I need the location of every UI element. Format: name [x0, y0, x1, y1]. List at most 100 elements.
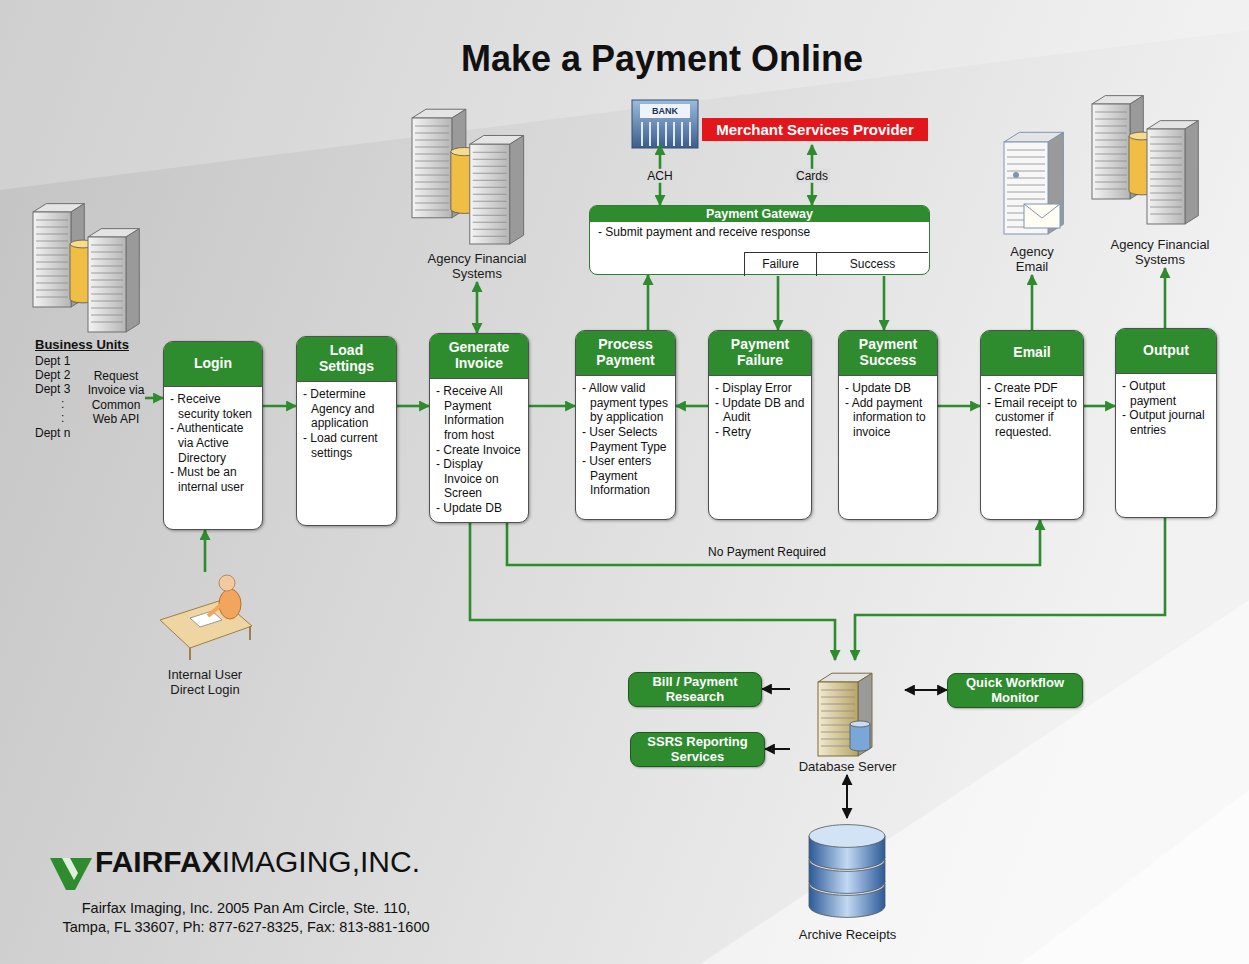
server-icon-part — [473, 166, 507, 167]
node-text: Quick Workflow Monitor — [954, 676, 1076, 705]
box-heading: Payment Success — [839, 331, 937, 376]
bank-icon-part — [632, 100, 698, 148]
server-icon-part — [1150, 165, 1182, 166]
bullet-text: - User enters Payment Information — [582, 454, 671, 498]
server-icon-part — [473, 173, 507, 174]
system-caption: Agency Financial Systems — [422, 88, 532, 282]
bullet-text: - Receive All Payment Information from h… — [436, 384, 524, 443]
flow-arrow — [470, 523, 835, 660]
bullet-text: - Update DB — [845, 381, 933, 396]
bullet-text: - Add payment information to invoice — [845, 396, 933, 440]
email-server-icon — [1004, 132, 1063, 234]
server-icon-part — [1095, 147, 1127, 148]
server-icon-part — [473, 159, 507, 160]
server-icon-part — [1095, 154, 1127, 155]
server-icon-part — [1150, 193, 1182, 194]
bullet-text: - User Selects Payment Type — [582, 425, 671, 454]
server-icon-part — [36, 297, 68, 298]
process-box: Login- Receive security token- Authentic… — [163, 341, 263, 530]
box-heading: Load Settings — [297, 337, 396, 382]
server-icon-part — [1150, 186, 1182, 187]
bullet-text: - Receive security token — [170, 392, 258, 421]
bank-icon-part — [673, 122, 675, 146]
system-caption: Agency Financial Systems — [1105, 92, 1215, 268]
server-icon-part — [36, 255, 68, 256]
server-icon-part — [1095, 140, 1127, 141]
process-box: Email- Create PDF- Email receipt to cust… — [980, 330, 1084, 520]
node-text: Bill / Payment Research — [635, 675, 755, 704]
flow-arrow — [676, 405, 708, 408]
email-server-icon-part — [1007, 199, 1045, 200]
server-icon-part — [473, 187, 507, 188]
server-icon-part — [1095, 182, 1127, 183]
address-text: Tampa, FL 33607, Ph: 877-627-8325, Fax: … — [62, 919, 429, 935]
archive-icon-part — [809, 884, 810, 906]
flow-arrow — [1031, 275, 1034, 330]
bank-icon-part — [649, 122, 651, 146]
result-cell: Success — [816, 252, 928, 276]
server-icon — [1092, 96, 1198, 224]
bullet-text: - Must be an internal user — [170, 465, 258, 494]
flow-arrow — [397, 405, 429, 408]
server-icon-part — [1185, 121, 1198, 224]
server-icon-part — [1095, 189, 1127, 190]
database-server-icon-part — [870, 724, 871, 748]
system-caption: Archive Receipts — [780, 818, 915, 943]
server-icon-part — [1150, 200, 1182, 201]
server-icon-part — [91, 322, 123, 323]
node-text: Archive Receipts — [799, 928, 897, 943]
server-icon-part — [415, 189, 449, 190]
flow-arrow — [883, 276, 886, 330]
database-server-icon — [818, 673, 872, 756]
node-text: Internal User Direct Login — [150, 668, 260, 698]
box-body: - Receive All Payment Information from h… — [430, 379, 528, 522]
bullet-text: - Create PDF — [987, 381, 1079, 396]
bank-icon-part — [689, 122, 691, 146]
server-icon-part — [91, 308, 123, 309]
server-icon-part — [415, 161, 449, 162]
server-icon-part — [473, 229, 507, 230]
server-icon-part — [473, 222, 507, 223]
server-icon-part — [91, 266, 123, 267]
node-text: SSRS Reporting Services — [637, 735, 758, 764]
bank-icon-part — [681, 122, 683, 146]
process-box: Payment Success - Update DB- Add payment … — [838, 330, 938, 520]
server-icon-part — [1095, 112, 1127, 113]
bullet-text: - Create Invoice — [436, 443, 524, 458]
bullet-text: - Authenticate via Active Directory — [170, 421, 258, 465]
database-server-icon-part — [821, 690, 855, 691]
server-icon-part — [415, 182, 449, 183]
flow-arrow — [145, 397, 163, 400]
flow-arrow — [938, 405, 980, 408]
bullet-text: - Display Error — [715, 381, 807, 396]
box-body: - Create PDF- Email receipt to customer … — [981, 376, 1083, 446]
edge-label: No Payment Required — [708, 545, 826, 559]
bullet-text: - Display Invoice on Screen — [436, 457, 524, 501]
database-server-icon-part — [821, 718, 855, 719]
server-icon-part — [88, 237, 126, 332]
server-icon-part — [510, 135, 524, 244]
user-icon — [160, 575, 252, 660]
email-server-icon-part — [1007, 164, 1045, 165]
server-icon-part — [415, 154, 449, 155]
server-icon-part — [415, 126, 449, 127]
logo-mark — [50, 858, 92, 890]
email-server-icon-part — [1024, 204, 1060, 218]
server-icon-part — [415, 140, 449, 141]
tool-pill: Quick Workflow Monitor — [947, 673, 1083, 708]
box-body: - Output payment- Output journal entries — [1116, 374, 1216, 444]
email-server-icon-part — [1007, 157, 1045, 158]
server-icon-part — [91, 273, 123, 274]
server-icon-part — [36, 241, 68, 242]
diagram-title: Make a Payment Online — [461, 38, 863, 80]
server-icon-part — [1095, 168, 1127, 169]
background-band — [700, 600, 1249, 964]
server-icon-part — [91, 294, 123, 295]
server-icon-part — [473, 194, 507, 195]
flow-arrow — [507, 520, 1040, 565]
bullet-text: Dept 1 — [35, 354, 145, 368]
tool-pill: Bill / Payment Research — [628, 672, 762, 707]
archive-icon-part — [885, 884, 886, 906]
server-icon-part — [1147, 129, 1185, 224]
sign-text: BANK — [652, 106, 678, 116]
